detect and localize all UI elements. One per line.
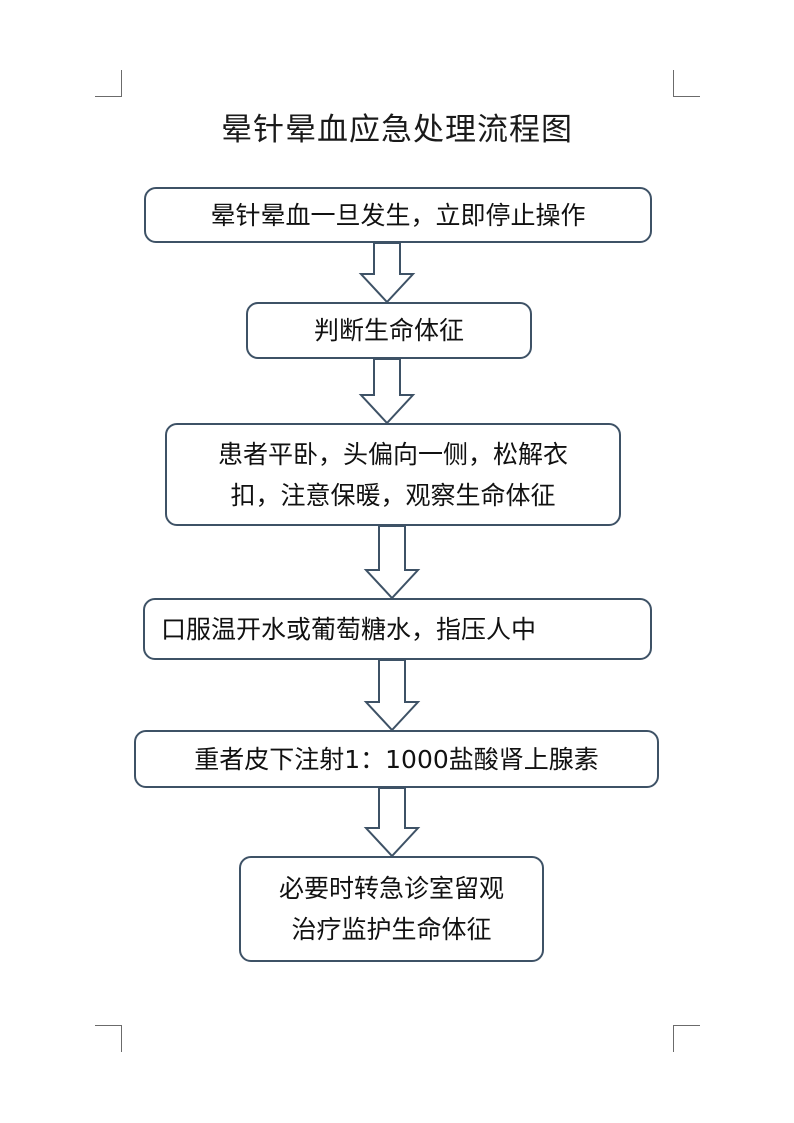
- down-arrow-4: [363, 659, 421, 732]
- down-arrow-5: [363, 787, 421, 858]
- crop-mark-top-left: [95, 70, 122, 97]
- step-2-line-1: 判断生命体征: [313, 316, 464, 345]
- down-arrow-2: [358, 358, 416, 425]
- down-arrow-3: [363, 525, 421, 600]
- step-5-injection: 重者皮下注射1：1000盐酸肾上腺素: [134, 730, 659, 788]
- step-1-line-1: 晕针晕血一旦发生，立即停止操作: [210, 200, 586, 230]
- step-6-line-2: 治疗监护生命体征: [291, 915, 492, 944]
- step-4-line-1: 口服温开水或葡萄糖水，指压人中: [161, 614, 537, 644]
- step-4-oral-fluids: 口服温开水或葡萄糖水，指压人中: [143, 598, 652, 660]
- step-6-observation: 必要时转急诊室留观 治疗监护生命体征: [239, 856, 544, 962]
- diagram-title: 晕针晕血应急处理流程图: [221, 112, 573, 148]
- step-5-line-1: 重者皮下注射1：1000盐酸肾上腺素: [194, 744, 599, 774]
- crop-mark-top-right: [673, 70, 700, 97]
- step-1-stop-operation: 晕针晕血一旦发生，立即停止操作: [144, 187, 652, 243]
- step-6-line-1: 必要时转急诊室留观: [278, 874, 504, 903]
- step-3-line-1: 患者平卧，头偏向一侧，松解衣: [217, 439, 568, 469]
- down-arrow-1: [358, 242, 416, 304]
- step-3-line-2: 扣，注意保暖，观察生命体征: [230, 480, 556, 510]
- step-3-positioning: 患者平卧，头偏向一侧，松解衣 扣，注意保暖，观察生命体征: [165, 423, 621, 526]
- step-2-vital-signs: 判断生命体征: [246, 302, 532, 359]
- crop-mark-bottom-left: [95, 1025, 122, 1052]
- crop-mark-bottom-right: [673, 1025, 700, 1052]
